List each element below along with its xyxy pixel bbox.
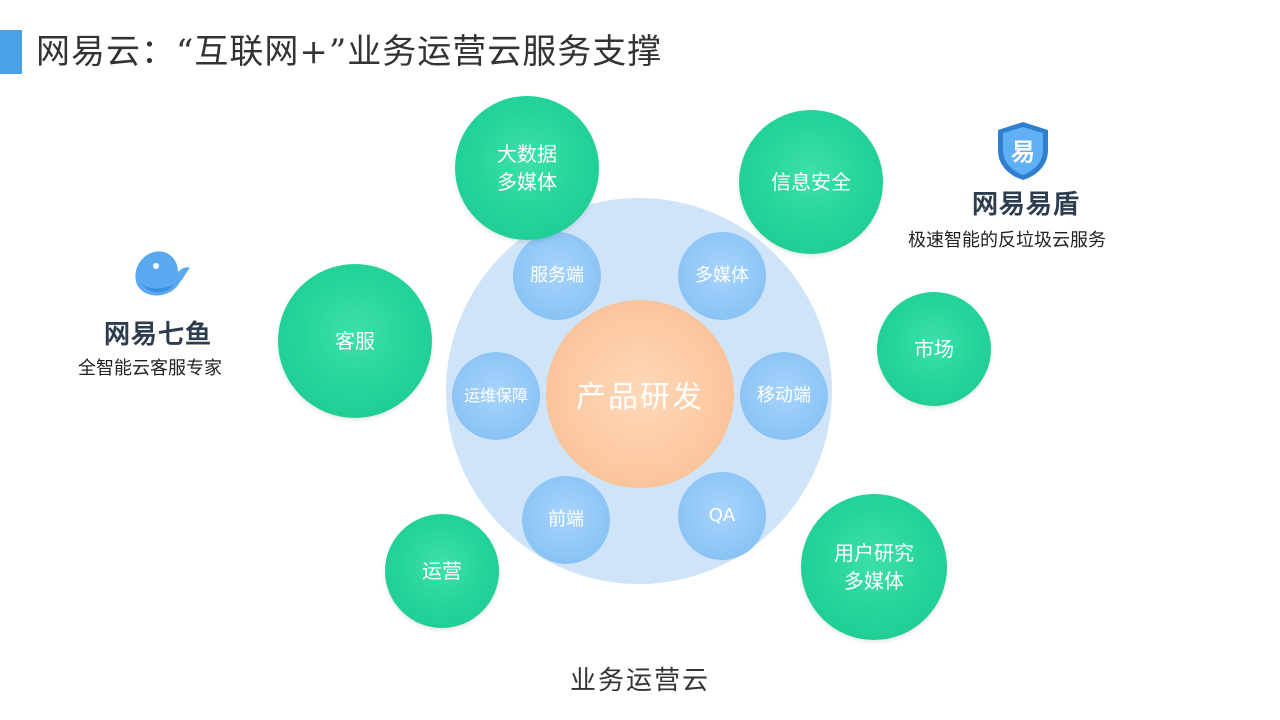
- inner-node-qa: QA: [678, 472, 766, 560]
- inner-node-server: 服务端: [513, 232, 601, 320]
- outer-node-research: 用户研究多媒体: [801, 494, 947, 640]
- inner-node-ops: 运维保障: [452, 352, 540, 440]
- inner-node-mobile: 移动端: [740, 352, 828, 440]
- core-node: 产品研发: [546, 300, 734, 488]
- inner-node-frontend: 前端: [522, 476, 610, 564]
- shield-logo-icon: 易: [998, 122, 1048, 180]
- outer-node-security: 信息安全: [739, 110, 883, 254]
- title-accent-bar: [0, 30, 22, 74]
- brand-yidun-tagline: 极速智能的反垃圾云服务: [908, 230, 1106, 251]
- brand-qiyu-name: 网易七鱼: [104, 320, 213, 350]
- whale-logo-icon: [135, 251, 190, 296]
- outer-node-bigdata: 大数据多媒体: [455, 96, 599, 240]
- outer-node-market: 市场: [877, 292, 991, 406]
- shield-logo-badge-text: 易: [1011, 138, 1035, 166]
- inner-node-media: 多媒体: [678, 232, 766, 320]
- diagram-caption: 业务运营云: [569, 666, 710, 696]
- slide-title: 网易云：“互联网+”业务运营云服务支撑: [36, 32, 663, 72]
- brand-yidun-name: 网易易盾: [972, 190, 1081, 220]
- outer-node-operation: 运营: [385, 514, 499, 628]
- brand-qiyu-tagline: 全智能云客服专家: [78, 358, 222, 379]
- outer-node-service: 客服: [278, 264, 432, 418]
